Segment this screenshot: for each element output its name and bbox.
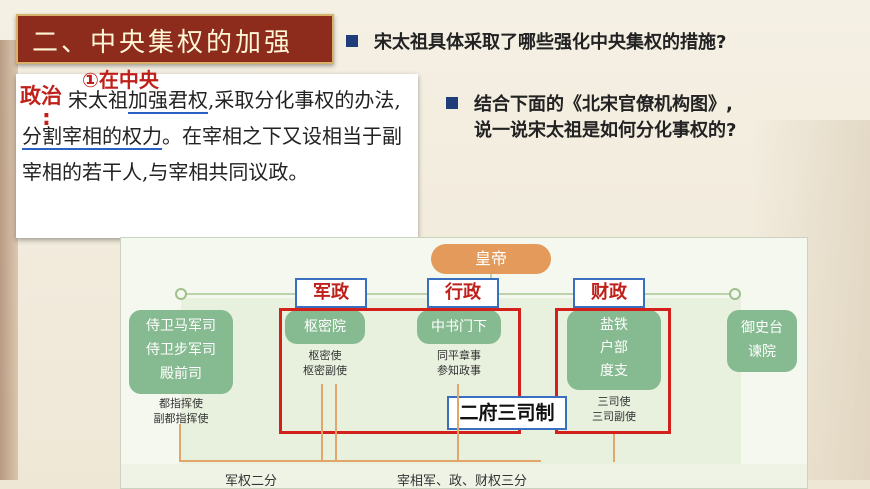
arrow-sansi bbox=[613, 434, 615, 462]
category-military: 军政 bbox=[295, 278, 367, 308]
arrow-shumi bbox=[321, 384, 323, 462]
square-bullet-icon bbox=[346, 35, 358, 47]
shumi-officials: 枢密使 枢密副使 bbox=[303, 349, 347, 377]
section-title-box: 二、中央集权的加强 bbox=[16, 14, 334, 64]
question-2-line1: 结合下面的《北宋官僚机构图》, bbox=[474, 94, 733, 115]
passage-card: 宋太祖加强君权,采取分化事权的办法,分割宰相的权力。在宰相之下又设相当于副宰相的… bbox=[16, 74, 418, 238]
connector-dot-right bbox=[729, 288, 741, 300]
emperor-node: 皇帝 bbox=[431, 244, 551, 274]
guards-officials: 都指挥使 副都指挥使 bbox=[153, 397, 209, 425]
diagram-bottom-band bbox=[121, 464, 807, 488]
question-2-line2: 说一说宋太祖是如何分化事权的? bbox=[474, 120, 737, 141]
question-1: 宋太祖具体采取了哪些强化中央集权的措施? bbox=[346, 30, 726, 56]
highlight-box-three-bureaus bbox=[555, 308, 671, 434]
label-colon: : bbox=[42, 106, 51, 131]
bureaucracy-diagram: 皇帝 侍卫马军司 侍卫步军司 殿前司 都指挥使 副都指挥使 枢密院 枢密使 枢密… bbox=[120, 237, 808, 489]
category-admin: 行政 bbox=[427, 278, 499, 308]
bottom-connector bbox=[181, 460, 541, 462]
section-title: 二、中央集权的加强 bbox=[32, 28, 294, 58]
underline-strengthen-power: 加强君权 bbox=[128, 88, 208, 114]
arrow-shumi-2 bbox=[335, 384, 337, 462]
passage-text: 宋太祖加强君权,采取分化事权的办法,分割宰相的权力。在宰相之下又设相当于副宰相的… bbox=[22, 88, 402, 184]
category-finance: 财政 bbox=[573, 278, 645, 308]
bottom-label-power-split: 宰相军、政、财权三分 bbox=[397, 474, 528, 489]
question-2: 结合下面的《北宋官僚机构图》, 说一说宋太祖是如何分化事权的? bbox=[446, 92, 736, 144]
question-1-text: 宋太祖具体采取了哪些强化中央集权的措施? bbox=[374, 32, 727, 53]
connector-dot-left bbox=[175, 288, 187, 300]
node-yushitai: 御史台 谏院 bbox=[727, 310, 797, 372]
arrow-zhongshu bbox=[457, 384, 459, 462]
erfu-sansi-label: 二府三司制 bbox=[447, 396, 567, 430]
underline-divide-chancellor: 分割宰相的权力 bbox=[22, 124, 162, 150]
node-zhongshu: 中书门下 bbox=[417, 310, 501, 344]
square-bullet-icon bbox=[446, 97, 458, 109]
node-shumiyuan: 枢密院 bbox=[285, 310, 365, 344]
node-guards: 侍卫马军司 侍卫步军司 殿前司 bbox=[129, 310, 233, 394]
arrow-guards bbox=[179, 424, 181, 462]
label-in-center: ①在中央 bbox=[82, 68, 159, 92]
label-politics: 政治 bbox=[20, 84, 62, 108]
left-scroll-decoration bbox=[0, 40, 18, 480]
sansi-officials: 三司使 三司副使 bbox=[592, 395, 636, 423]
bottom-label-military-split: 军权二分 bbox=[225, 474, 278, 489]
highlight-box-two-offices bbox=[279, 308, 521, 434]
zhongshu-officials: 同平章事 参知政事 bbox=[437, 349, 481, 377]
node-sansi: 盐铁 户部 度支 bbox=[567, 310, 661, 390]
